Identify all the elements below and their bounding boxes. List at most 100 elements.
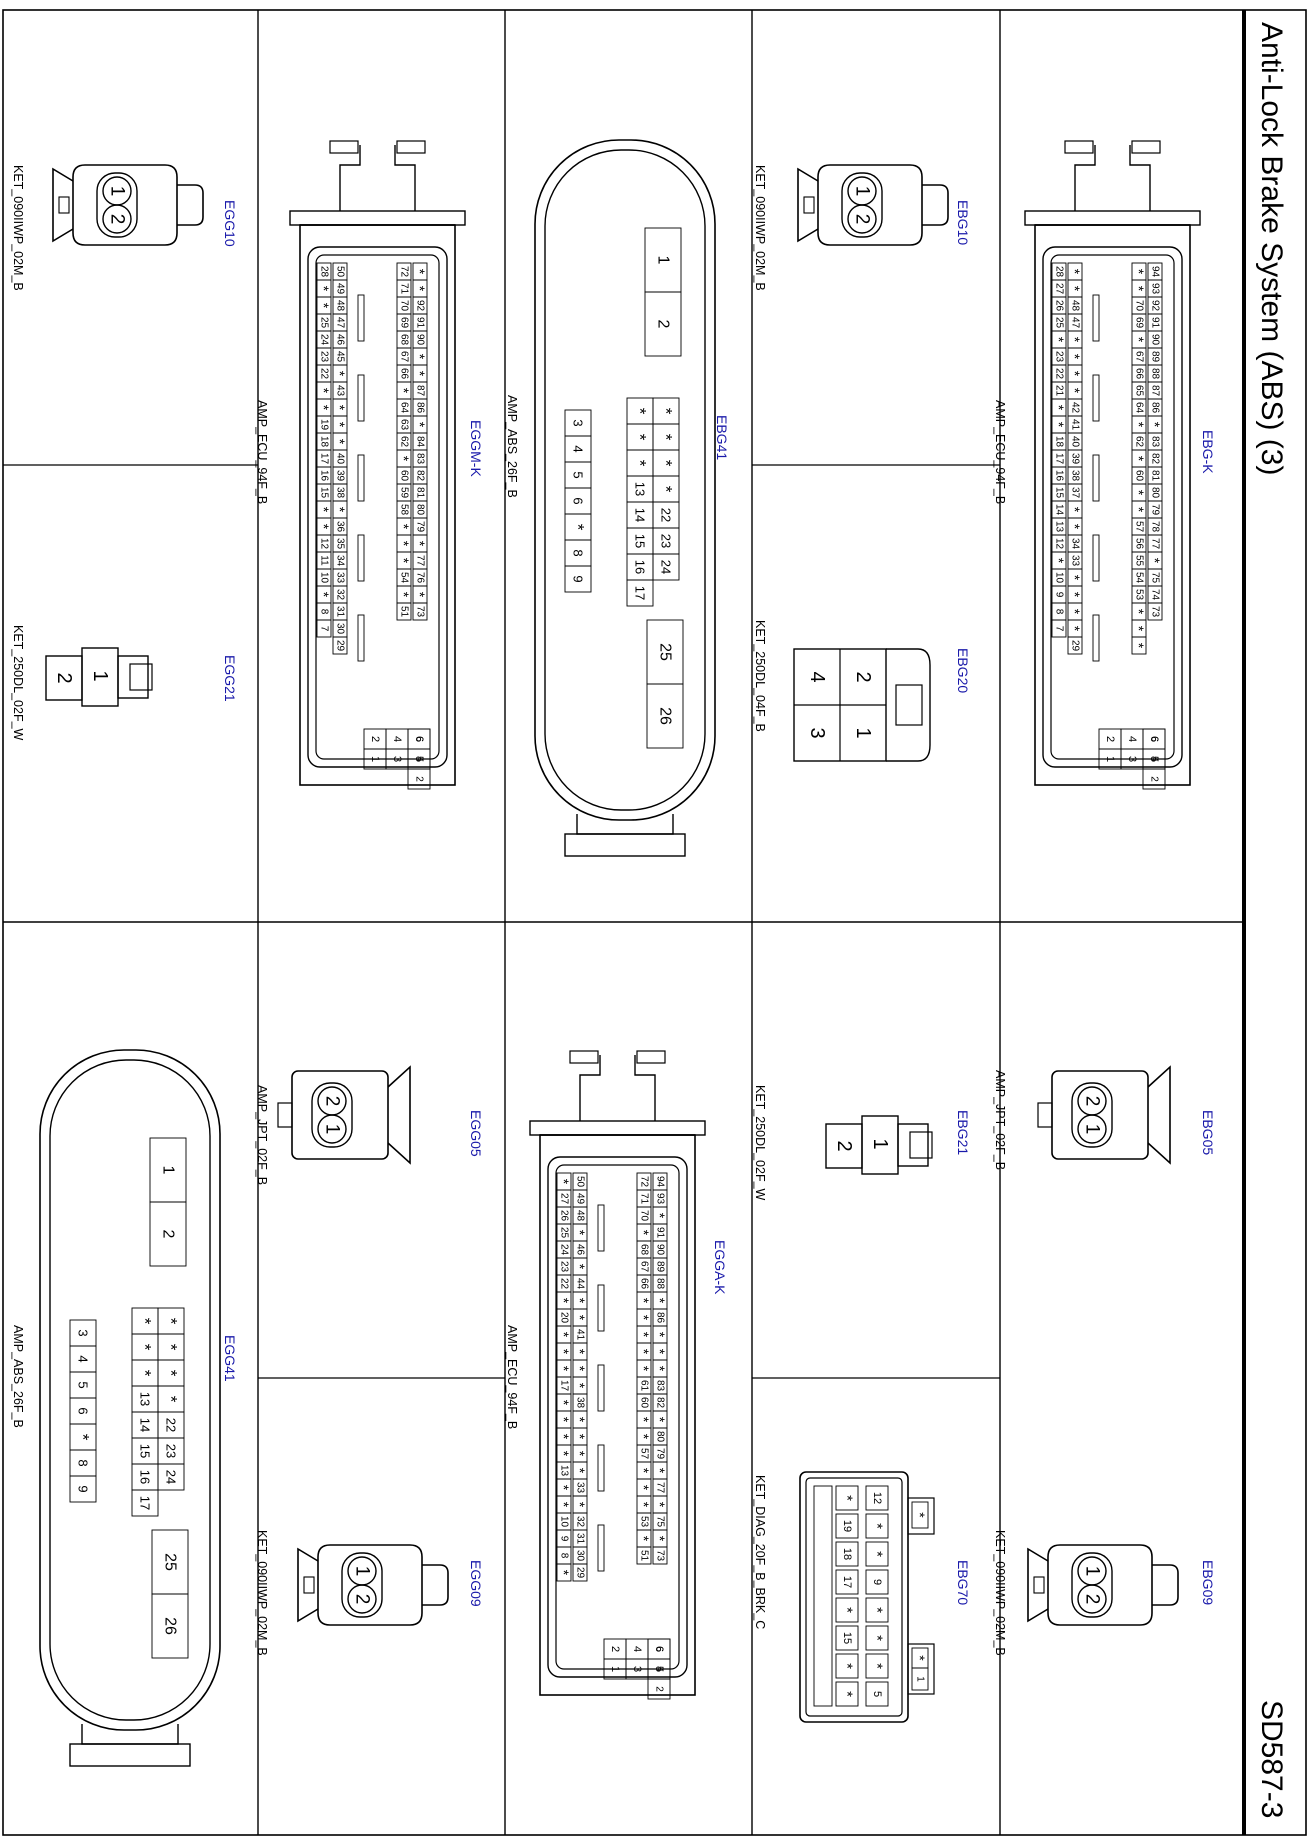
pin-number: 14	[633, 508, 648, 522]
pin-unused: *	[412, 354, 428, 360]
pin-unused: *	[412, 371, 428, 377]
pin-cell	[911, 1501, 929, 1529]
pin-number: 65	[1134, 385, 1145, 397]
pin-number: 5	[1148, 756, 1160, 762]
pin-cell	[865, 1569, 889, 1595]
outline	[886, 648, 931, 762]
pin-unused: *	[1067, 592, 1083, 598]
pin-number: 5	[413, 756, 425, 762]
outline	[1071, 1082, 1113, 1148]
pin-number: 22	[659, 508, 674, 522]
pin-number: 31	[335, 606, 346, 618]
outline	[922, 184, 949, 226]
outline	[817, 164, 923, 246]
pin-number: 2	[107, 214, 128, 225]
pin-unused: *	[556, 1502, 572, 1508]
pin-socket	[102, 204, 132, 234]
pin-unused: *	[162, 1370, 181, 1377]
pin-unused: *	[136, 1344, 155, 1351]
pin-unused: *	[1051, 558, 1067, 564]
pin-number: 22	[1054, 368, 1065, 380]
pin-number: 18	[841, 1548, 853, 1560]
pin-unused: *	[631, 434, 650, 441]
pin-number: 40	[335, 453, 346, 465]
pin-unused: *	[1131, 337, 1147, 343]
pin-number: 6	[413, 736, 425, 742]
outline	[1042, 246, 1183, 768]
pin-number: 17	[138, 1496, 153, 1510]
pin-unused: *	[839, 1495, 856, 1501]
outline	[907, 1643, 935, 1695]
pin-unused: *	[1131, 490, 1147, 496]
pin-number: 28	[1054, 266, 1065, 278]
pin-number: 73	[415, 606, 426, 618]
pin-number: 64	[399, 402, 410, 414]
outline	[177, 184, 204, 226]
pin-unused: *	[316, 405, 332, 411]
pin-number: 15	[319, 487, 330, 499]
pin-number: 26	[657, 707, 674, 725]
pin-number: 2	[414, 776, 425, 782]
pin-number: 57	[639, 1448, 650, 1460]
pin-unused: *	[652, 1213, 668, 1219]
pin-cell	[363, 748, 387, 770]
pin-number: 77	[415, 555, 426, 567]
pin-number: 2	[655, 320, 672, 329]
pin-number: 1	[852, 727, 874, 738]
outline	[1092, 294, 1100, 342]
pin-number: 8	[76, 1459, 91, 1466]
outline	[117, 655, 149, 699]
pin-unused: *	[1067, 269, 1083, 275]
pin-unused: *	[74, 1434, 93, 1441]
pin-unused: *	[572, 1417, 588, 1423]
pin-unused: *	[396, 524, 412, 530]
connector-id: EGG21	[222, 655, 238, 702]
pin-number: 77	[1150, 538, 1161, 550]
pin-number: 91	[415, 317, 426, 329]
pin-number: 27	[559, 1193, 570, 1205]
pin-unused: *	[652, 1332, 668, 1338]
pin-socket	[1077, 1584, 1107, 1614]
pin-unused: *	[652, 1366, 668, 1372]
pin-unused: *	[652, 1468, 668, 1474]
pin-cell	[603, 1658, 627, 1680]
pin-number: 50	[335, 266, 346, 278]
pin-unused: *	[556, 1417, 572, 1423]
pin-number: 4	[1149, 756, 1160, 762]
pin-unused: *	[839, 1691, 856, 1697]
connector-id: EGG41	[222, 1335, 238, 1382]
pin-unused: *	[636, 1485, 652, 1491]
pin-number: 79	[415, 521, 426, 533]
pin-number: 86	[415, 402, 426, 414]
pin-number: 10	[319, 572, 330, 584]
pin-number: 38	[575, 1397, 586, 1409]
pin-number: 72	[399, 266, 410, 278]
pin-unused: *	[332, 405, 348, 411]
pin-number: 48	[575, 1210, 586, 1222]
pin-number: 29	[575, 1567, 586, 1579]
connector-egg09: 12	[297, 1544, 449, 1626]
pin-number: 81	[415, 487, 426, 499]
pin-number: 23	[659, 534, 674, 548]
pin-number: 11	[319, 555, 330, 566]
pin-number: 22	[164, 1418, 179, 1432]
pin-unused: *	[316, 303, 332, 309]
pin-number: 82	[1150, 453, 1161, 465]
pin-number: 54	[1134, 572, 1145, 584]
pin-number: 4	[806, 671, 828, 682]
pin-number: 1	[869, 1138, 891, 1149]
pin-socket	[1077, 1114, 1107, 1144]
page-code: SD587-3	[1255, 1700, 1288, 1818]
pin-number: 51	[639, 1550, 650, 1562]
pin-number: 87	[415, 385, 426, 397]
pin-number: 46	[335, 334, 346, 346]
outline	[357, 454, 365, 502]
outline	[387, 1065, 411, 1165]
pin-unused: *	[636, 1315, 652, 1321]
pin-number: 9	[871, 1579, 883, 1585]
pin-unused: *	[572, 1230, 588, 1236]
pin-number: 25	[162, 1553, 179, 1571]
pin-unused: *	[652, 1502, 668, 1508]
outline	[897, 1123, 929, 1167]
pin-unused: *	[1131, 286, 1147, 292]
